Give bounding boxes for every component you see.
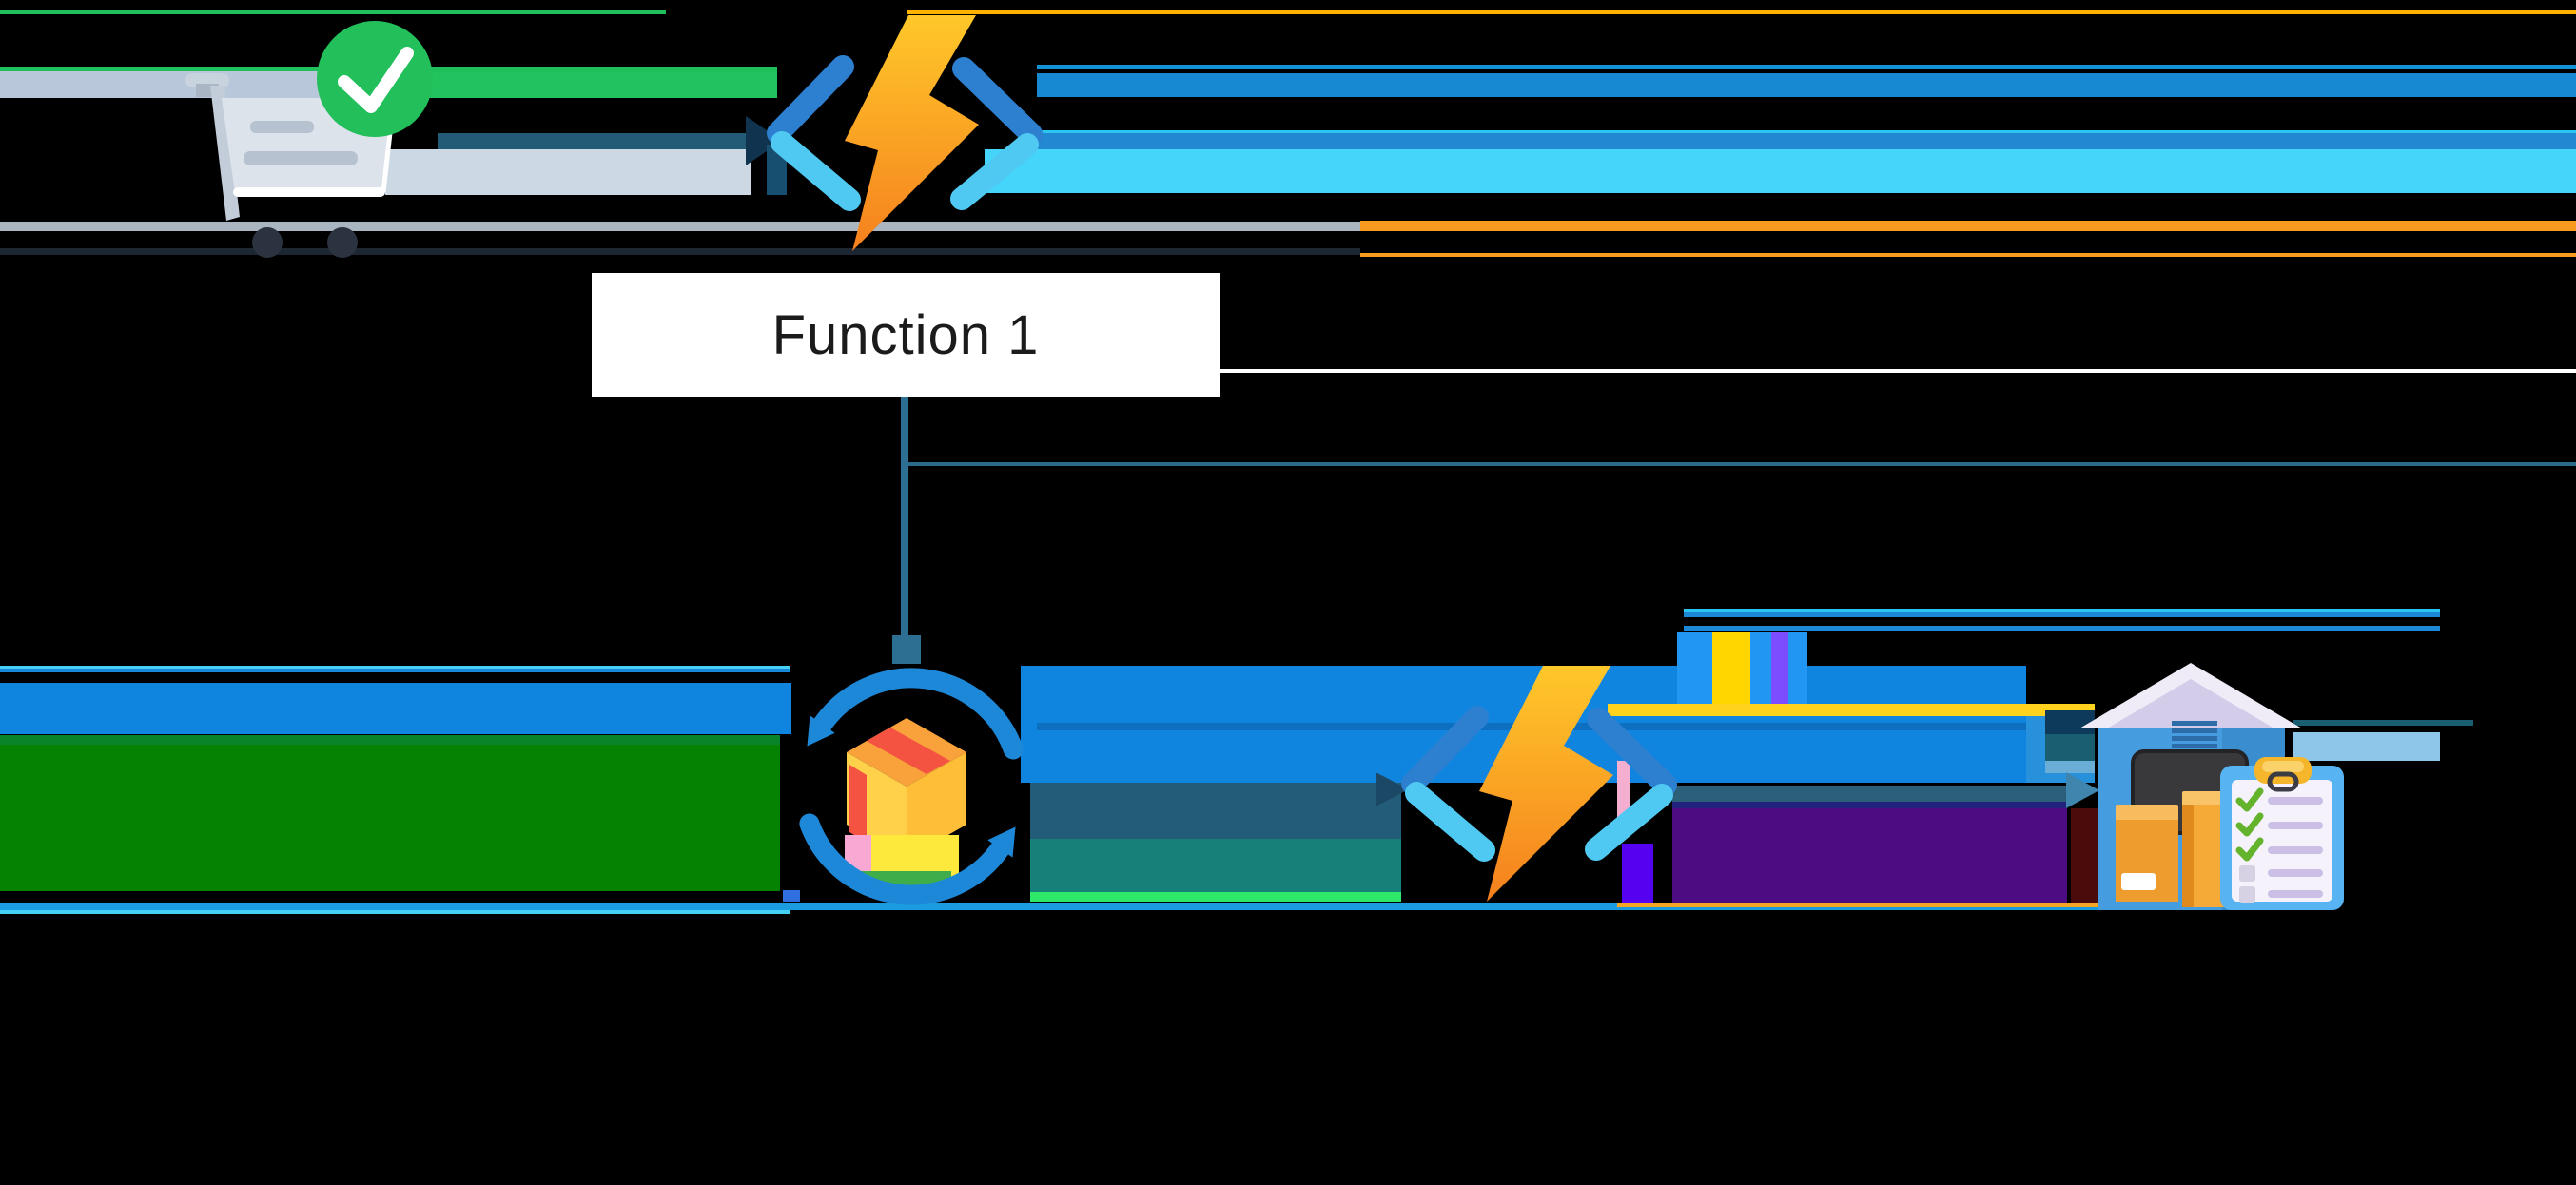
orange-line-2 — [1360, 253, 2576, 257]
teal-arrow-band — [1672, 786, 2067, 802]
vstripe-blue-1 — [1677, 632, 1712, 704]
vstripe-blue-3 — [1788, 632, 1807, 704]
function-label-text: Function 1 — [771, 303, 1040, 366]
cyan-line-warehouse — [1684, 609, 2440, 612]
yellow-band-right — [1608, 704, 2095, 716]
purple-band — [1672, 808, 2067, 906]
dark-axle-line — [0, 248, 1360, 255]
blue-line-warehouse-2 — [1684, 626, 2440, 631]
lightblue-band-warehouse — [2045, 761, 2095, 773]
vstripe-violet — [1771, 632, 1788, 704]
teal-line-warehouse-right — [2293, 720, 2473, 726]
green-band-edge — [0, 735, 780, 745]
blue-band-right-2 — [1037, 133, 2576, 149]
green-line-mid — [1030, 892, 1401, 902]
clipboard-checklist-icon — [2220, 757, 2344, 910]
package-sync-icon — [783, 668, 1024, 905]
blue-line-warehouse — [1684, 612, 2440, 617]
function-label-box: Function 1 — [592, 273, 1220, 397]
function-connector-line — [892, 397, 921, 664]
white-line-mid — [1220, 369, 2576, 373]
teal-band-mid — [1030, 783, 1401, 839]
green-band-left-big — [0, 745, 780, 891]
package-box-left — [2116, 805, 2178, 902]
blue-line-right — [1037, 65, 2576, 69]
cyan-line-left — [0, 666, 790, 669]
yellow-line-top — [907, 10, 2576, 14]
bluegray-band-2 — [385, 149, 751, 195]
blue-line-bottom — [0, 903, 2121, 910]
green-line-top — [0, 10, 666, 14]
cyan-band-right — [985, 149, 2576, 193]
function-to-warehouse-arrow — [2066, 772, 2099, 808]
success-check-icon — [317, 21, 433, 137]
blue-glitch — [783, 890, 800, 902]
azure-functions-icon-1 — [778, 15, 1031, 251]
teal-band-warehouse — [2045, 734, 2095, 761]
cyan-line-right — [1037, 130, 2576, 133]
queue-to-function-arrow — [1376, 772, 1409, 806]
violet-strip — [1622, 844, 1653, 906]
navy-band-warehouse — [2045, 710, 2095, 734]
teal-line-mid — [906, 462, 2576, 466]
lightblue-band-warehouse-right — [2293, 732, 2440, 761]
tealgreen-band-mid — [1030, 839, 1401, 892]
orange-line-bottom — [1617, 903, 2121, 907]
blue-band-left — [0, 683, 791, 734]
maroon-strip — [2071, 808, 2102, 906]
navy-line-right — [1672, 802, 2067, 808]
azure-functions-icon-2 — [1413, 666, 1666, 902]
gray-rail-line — [0, 222, 1360, 231]
blue-line-left — [0, 669, 790, 672]
pink-smear — [1617, 761, 1630, 818]
vstripe-blue-2 — [1750, 632, 1771, 704]
vstripe-yellow — [1712, 632, 1750, 704]
cyan-line-bottom — [0, 910, 790, 914]
warehouse-icon — [2079, 663, 2344, 910]
cart-to-function-arrow — [438, 116, 787, 195]
orange-band-rail — [1360, 221, 2576, 231]
blue-band-right — [1037, 73, 2576, 97]
